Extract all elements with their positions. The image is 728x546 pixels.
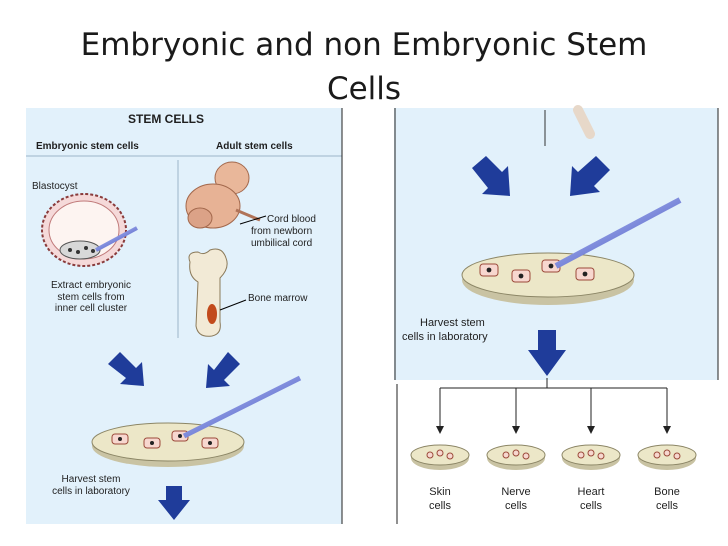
stem-cells-heading: STEM CELLS (128, 112, 205, 126)
right-harvest-line2: cells in laboratory (402, 331, 488, 343)
outcome-skin-line1: Skin (429, 486, 451, 498)
extract-label-line3: inner cell cluster (54, 303, 128, 314)
slide-title-line2: Cells (326, 71, 402, 107)
left-harvest-line1: Harvest stem (61, 474, 121, 485)
cord-label-line3: umbilical cord (251, 238, 313, 249)
bone-illustration (188, 248, 228, 337)
outcome-nerve-line2: cells (504, 500, 527, 512)
right-flow-arrows (472, 156, 610, 376)
bone-marrow-label: Bone marrow (248, 293, 308, 304)
blastocyst-label: Blastocyst (32, 181, 78, 192)
outcome-bone-line1: Bone (654, 486, 680, 498)
adult-column-heading: Adult stem cells (216, 141, 293, 152)
embryonic-column-heading: Embryonic stem cells (36, 141, 139, 152)
outcome-heart-line1: Heart (577, 486, 605, 498)
outcome-bone-line2: cells (655, 500, 678, 512)
cord-label-line1: Cord blood (267, 214, 316, 225)
differentiation-branches (439, 378, 668, 428)
outcome-skin-line2: cells (428, 500, 451, 512)
cord-label-line2: from newborn (251, 226, 313, 237)
left-culture-dish (91, 375, 302, 467)
blastocyst-illustration (41, 193, 138, 267)
outcome-dishes (410, 444, 697, 470)
right-culture-dish (461, 197, 682, 305)
left-flow-arrows (108, 352, 240, 520)
extract-label-line1: Extract embryonic (50, 280, 132, 291)
left-harvest-line2: cells in laboratory (52, 486, 130, 497)
slide-title-line1: Embryonic and non Embryonic Stem (80, 27, 648, 63)
extract-label-line2: stem cells from (57, 292, 125, 303)
right-harvest-line1: Harvest stem (420, 317, 485, 329)
outcome-nerve-line1: Nerve (501, 486, 531, 498)
outcome-heart-line2: cells (579, 500, 602, 512)
newborn-illustration (185, 161, 261, 229)
